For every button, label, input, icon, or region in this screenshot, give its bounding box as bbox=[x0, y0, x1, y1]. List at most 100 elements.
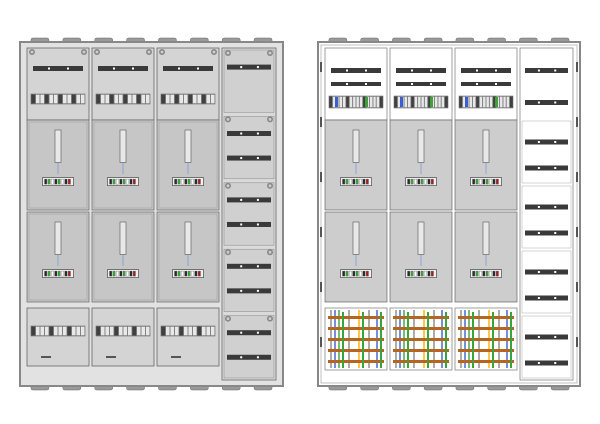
meter-terminal bbox=[57, 178, 61, 185]
meter-terminal bbox=[475, 178, 479, 185]
terminal-module bbox=[179, 94, 184, 104]
meter-terminal bbox=[187, 270, 191, 277]
terminal-module bbox=[165, 326, 170, 336]
terminal-module bbox=[407, 96, 411, 108]
terminal-module bbox=[67, 326, 72, 336]
terminal-module bbox=[114, 326, 119, 336]
meter-plate-inner-edge bbox=[158, 121, 218, 209]
terminal-module bbox=[96, 326, 101, 336]
terminal-module bbox=[170, 326, 175, 336]
terminal-strip bbox=[30, 93, 86, 105]
terminal-strip-base bbox=[95, 93, 151, 105]
meter-terminal bbox=[44, 178, 48, 185]
terminal-module bbox=[441, 96, 445, 108]
rail-bar bbox=[396, 82, 446, 86]
terminal-strip-base bbox=[328, 95, 384, 109]
meter-terminal bbox=[407, 270, 411, 277]
busbar bbox=[393, 316, 449, 319]
meter-hook bbox=[482, 221, 490, 255]
meter-panel bbox=[454, 211, 518, 303]
meter-terminal bbox=[359, 178, 362, 185]
meter-panel bbox=[156, 119, 220, 211]
terminal-module bbox=[339, 96, 343, 108]
meter-terminal bbox=[345, 270, 349, 277]
rail-hole bbox=[240, 265, 243, 268]
terminal-module bbox=[40, 94, 45, 104]
rail-bar bbox=[331, 82, 381, 86]
din-rail bbox=[227, 64, 271, 70]
terminal-module bbox=[197, 326, 202, 336]
meter-terminal bbox=[479, 178, 482, 185]
terminal-strip bbox=[95, 325, 151, 337]
meter-hook bbox=[184, 221, 192, 255]
terminal-module bbox=[71, 326, 76, 336]
meter-terminal bbox=[61, 270, 64, 277]
meter-terminal bbox=[181, 270, 184, 277]
rail-bar bbox=[227, 155, 271, 161]
terminal-module bbox=[80, 94, 85, 104]
meter-terminal bbox=[177, 178, 181, 185]
side-slot bbox=[576, 282, 578, 292]
meter-panel bbox=[389, 211, 453, 303]
terminal-module bbox=[100, 326, 105, 336]
din-rail bbox=[461, 68, 511, 73]
terminal-module bbox=[31, 94, 36, 104]
rail-bar bbox=[98, 66, 148, 71]
din-rail bbox=[525, 139, 568, 145]
meter-terminal bbox=[410, 270, 414, 277]
terminal-module bbox=[479, 96, 483, 108]
meter-terminal bbox=[197, 270, 201, 277]
meter-terminal bbox=[119, 270, 123, 277]
terminal-strip-base bbox=[30, 93, 86, 105]
meter-plate-inner-edge bbox=[93, 121, 153, 209]
terminal-module bbox=[379, 96, 383, 108]
rail-hole bbox=[365, 69, 367, 72]
din-rail bbox=[98, 66, 148, 71]
terminal-module bbox=[206, 94, 211, 104]
meter-hook bbox=[54, 129, 62, 163]
terminal-module bbox=[183, 326, 188, 336]
terminal-module bbox=[349, 96, 353, 108]
din-rail bbox=[525, 360, 568, 366]
rail-hole bbox=[537, 336, 540, 338]
meter-terminal bbox=[349, 178, 352, 185]
rail-bar bbox=[525, 334, 568, 340]
rail-hole bbox=[537, 232, 540, 234]
terminal-strip bbox=[458, 95, 514, 109]
busbar bbox=[458, 327, 514, 330]
din-rail bbox=[227, 330, 271, 336]
terminal-module bbox=[342, 96, 346, 108]
terminal-module bbox=[35, 94, 40, 104]
din-section bbox=[521, 315, 572, 379]
cover-screw-center bbox=[268, 317, 272, 320]
meter-terminal bbox=[177, 270, 181, 277]
terminal-module bbox=[469, 96, 473, 108]
din-rail bbox=[525, 334, 568, 340]
meter-terminal bbox=[427, 270, 431, 277]
rail-hole bbox=[346, 69, 348, 72]
terminal-module bbox=[145, 94, 150, 104]
side-slot bbox=[320, 117, 322, 127]
meter-panel bbox=[91, 211, 155, 303]
din-rail bbox=[525, 295, 568, 301]
rail-hole bbox=[48, 67, 50, 70]
meter-panel bbox=[389, 119, 453, 211]
rail-hole bbox=[554, 69, 557, 72]
busbar bbox=[393, 338, 449, 341]
meter-terminal bbox=[420, 178, 424, 185]
rail-hole bbox=[256, 265, 259, 268]
meter-terminal bbox=[174, 270, 178, 277]
meter-terminal bbox=[47, 178, 51, 185]
breaker-section-cover bbox=[26, 47, 90, 121]
breaker-section-cover bbox=[91, 47, 155, 121]
rail-hole bbox=[240, 356, 243, 359]
terminal-module bbox=[489, 96, 493, 108]
rail-hole bbox=[411, 83, 413, 85]
terminal-strip-base bbox=[160, 325, 216, 337]
meter-terminal bbox=[352, 178, 356, 185]
terminal-module bbox=[506, 96, 510, 108]
rail-bar bbox=[331, 68, 381, 73]
meter-terminal bbox=[355, 178, 359, 185]
earth-terminal bbox=[365, 97, 368, 107]
rail-hole bbox=[197, 67, 199, 70]
